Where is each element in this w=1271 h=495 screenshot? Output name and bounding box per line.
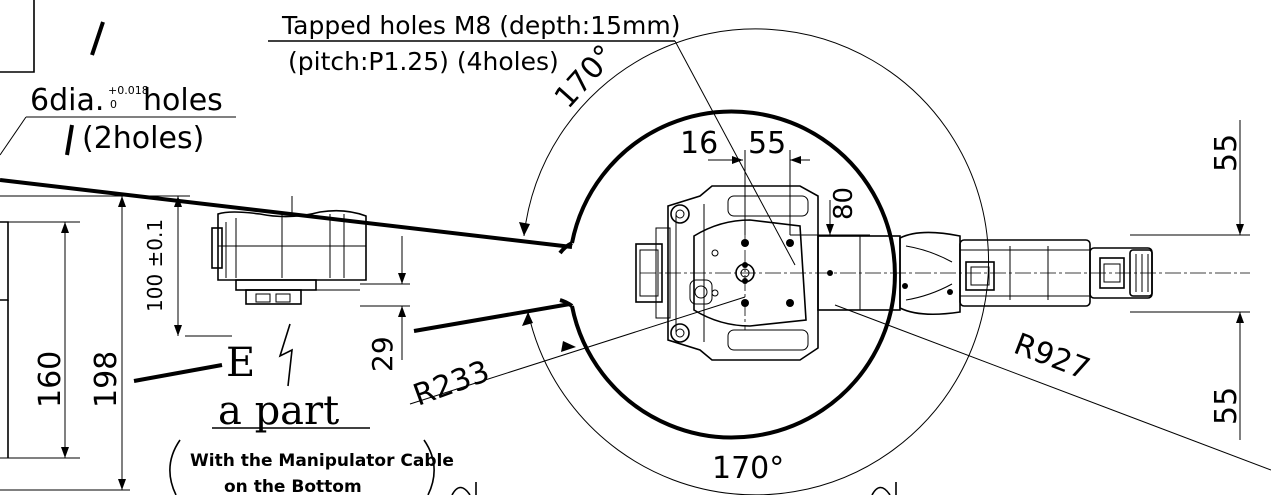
leader-lines [0,21,1271,471]
dia-tolerance-lower: 0 [110,98,117,111]
base-outline [0,109,897,440]
tapped-holes-line1: Tapped holes M8 (depth:15mm) [281,11,680,40]
dia-holes-count: (2holes) [82,121,204,156]
dim-lines-right [1130,120,1250,440]
part-title: a part [218,388,339,434]
annotations: Tapped holes M8 (depth:15mm) (pitch:P1.2… [30,11,1244,495]
dia-tolerance-upper: +0.018 [108,84,149,97]
angle-bottom-label: 170° [712,451,784,486]
dim-80: 80 [829,187,859,220]
dim-160: 160 [33,351,68,408]
dim-198: 198 [89,351,124,408]
dim-29: 29 [366,336,399,372]
dia-holes-suffix: holes [143,83,223,118]
left-body-outline [0,221,9,458]
top-view-manipulator [635,185,1153,361]
motion-range-arc [519,28,990,495]
section-letter-e: E [226,340,255,386]
dim-lines-left [0,195,410,491]
side-view-manipulator [211,196,367,305]
center-lines [640,150,1250,330]
cropped-bottom-marks [451,482,897,495]
dia-holes-prefix: 6dia. [30,83,104,118]
frame-corner [0,0,35,73]
part-note-line1: With the Manipulator Cable [190,451,454,471]
dim-55-right-top: 55 [1209,134,1244,172]
tapped-holes-line2: (pitch:P1.25) (4holes) [288,47,559,76]
section-cut-mark [278,323,293,387]
dim-16: 16 [680,126,718,161]
dim-55-right-bottom: 55 [1209,387,1244,425]
dim-100: 100 ±0.1 [143,219,167,312]
angle-top-label: 170° [548,38,622,115]
radius-233: R233 [409,354,494,414]
part-note-line2: on the Bottom [224,477,362,495]
dim-lines-top [708,150,870,236]
radius-927: R927 [1009,327,1094,388]
dim-55-top: 55 [748,126,786,161]
